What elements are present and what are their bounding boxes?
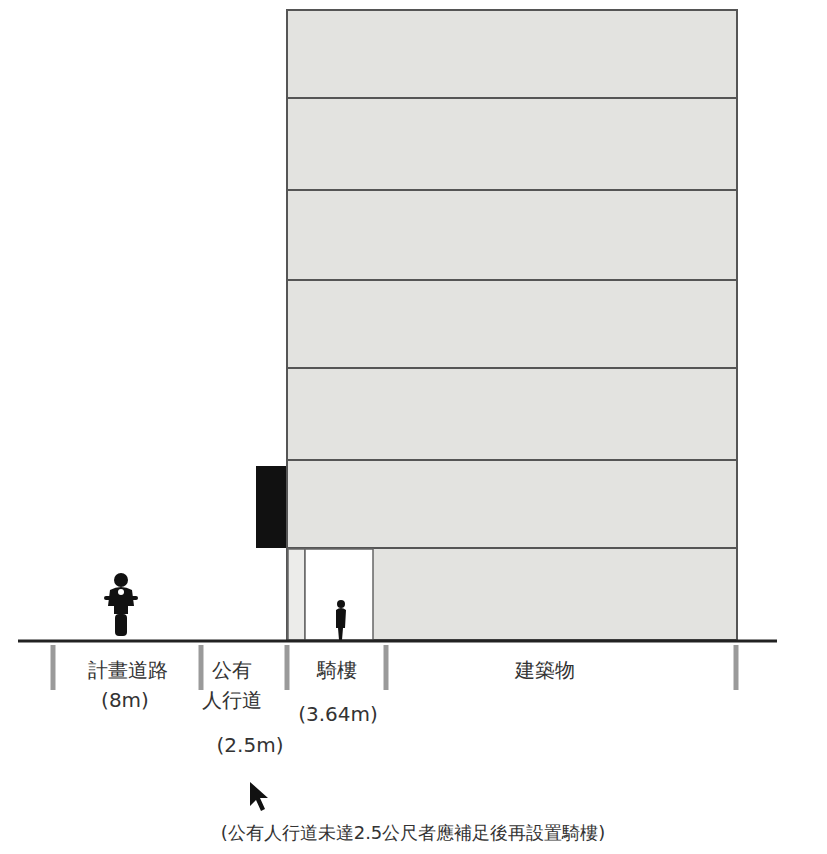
dimension-ticks	[53, 645, 736, 690]
ground-line	[18, 640, 777, 643]
arcade-column	[288, 549, 305, 640]
dimension-label: (2.5m)	[217, 730, 284, 760]
cursor-arrow	[250, 782, 268, 811]
dimension-label: (8m)	[101, 685, 149, 715]
note-text: (公有人行道未達2.5公尺者應補足後再設置騎樓)	[221, 818, 606, 848]
sign-board	[256, 466, 286, 548]
pedestrian-figure	[336, 600, 346, 640]
road-label: 計畫道路	[88, 655, 168, 685]
building-label: 建築物	[515, 655, 575, 685]
arcade-label: 騎樓	[317, 655, 357, 685]
scooter-rider	[104, 573, 138, 636]
building-body	[287, 10, 737, 640]
arcade-space	[305, 549, 373, 640]
sidewalk-label: 公有 人行道	[198, 655, 266, 715]
dimension-label: (3.64m)	[298, 699, 378, 729]
floor-lines	[287, 98, 737, 548]
